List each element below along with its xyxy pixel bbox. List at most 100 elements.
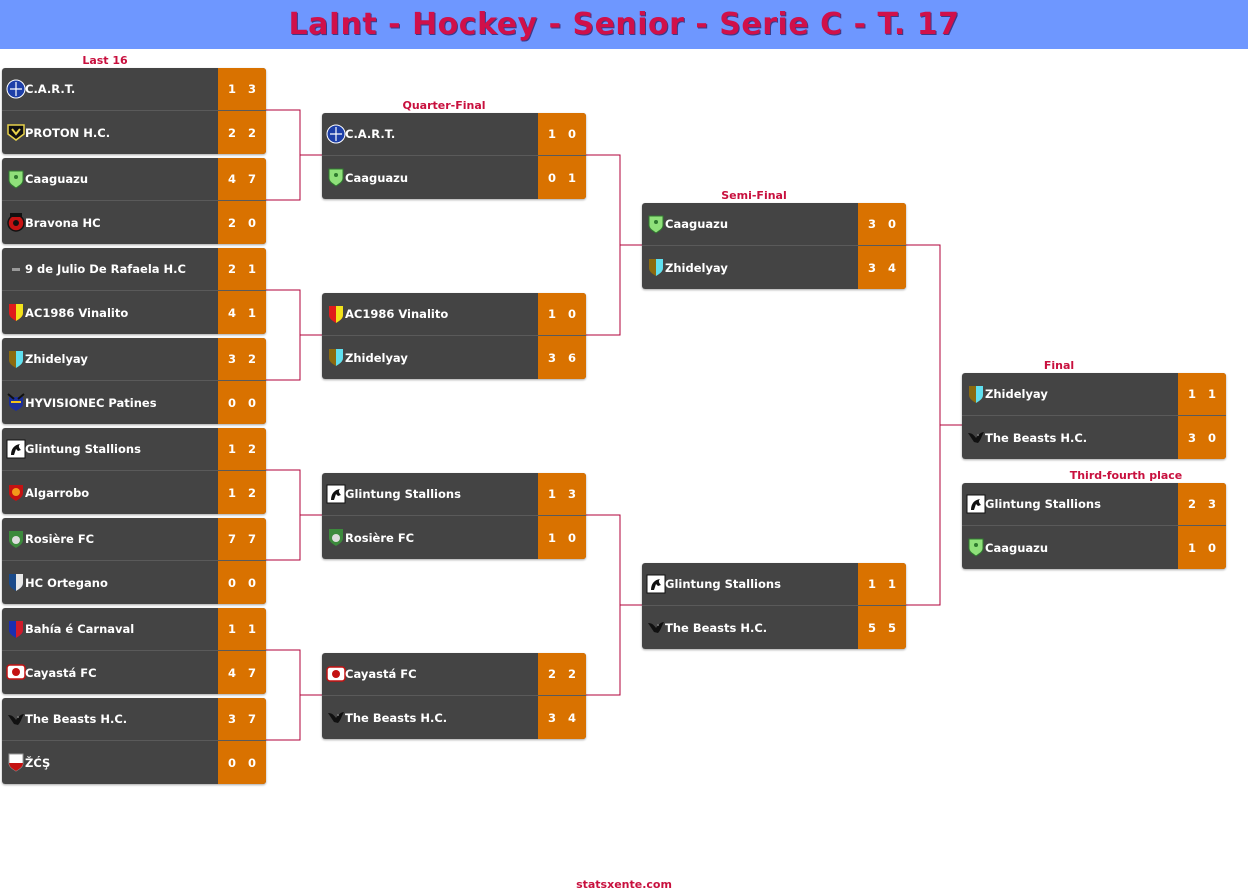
score-cell: 4 7 bbox=[218, 651, 266, 694]
team-name[interactable]: Caaguazu bbox=[665, 217, 729, 231]
team-row[interactable]: The Beasts H.C. 3 4 bbox=[322, 696, 586, 739]
score-cell: 3 4 bbox=[538, 696, 586, 739]
team-name[interactable]: The Beasts H.C. bbox=[985, 430, 1088, 445]
team-name[interactable]: Rosière FC bbox=[345, 530, 415, 545]
team-row[interactable]: Zhidelyay 3 6 bbox=[322, 336, 586, 379]
beast-icon bbox=[6, 709, 26, 729]
match-last16-2[interactable]: Caaguazu 4 7 Bravona HC 2 0 bbox=[2, 158, 266, 244]
team-name[interactable]: AC1986 Vinalito bbox=[345, 307, 449, 321]
team-row[interactable]: The Beasts H.C. 3 0 bbox=[962, 416, 1226, 459]
team-row[interactable]: Caaguazu 0 1 bbox=[322, 156, 586, 199]
team-row[interactable]: HC Ortegano 0 0 bbox=[2, 561, 266, 604]
match-last16-5[interactable]: Glintung Stallions 1 2 Algarrobo 1 2 bbox=[2, 428, 266, 514]
team-name[interactable]: Zhidelyay bbox=[345, 350, 408, 365]
team-name[interactable]: AC1986 Vinalito bbox=[25, 305, 129, 320]
match-last16-6[interactable]: Rosière FC 7 7 HC Ortegano 0 0 bbox=[2, 518, 266, 604]
team-row[interactable]: The Beasts H.C. 3 7 bbox=[2, 698, 266, 741]
team-name[interactable]: Zhidelyay bbox=[665, 260, 728, 275]
team-row[interactable]: AC1986 Vinalito 1 0 bbox=[322, 293, 586, 336]
score-leg-1: 4 bbox=[227, 172, 236, 186]
team-name[interactable]: ŽĆŞ bbox=[25, 755, 51, 770]
team-row[interactable]: Zhidelyay 3 4 bbox=[642, 246, 906, 289]
score-leg-2: 7 bbox=[248, 172, 257, 186]
match-quarter-2[interactable]: AC1986 Vinalito 1 0 Zhidelyay 3 6 bbox=[322, 293, 586, 379]
team-row[interactable]: Glintung Stallions 1 3 bbox=[322, 473, 586, 516]
team-row[interactable]: Zhidelyay 3 2 bbox=[2, 338, 266, 381]
team-row[interactable]: Cayastá FC 4 7 bbox=[2, 651, 266, 694]
team-row[interactable]: Glintung Stallions 1 2 bbox=[2, 428, 266, 471]
match-quarter-4[interactable]: Cayastá FC 2 2 The Beasts H.C. 3 4 bbox=[322, 653, 586, 739]
team-name[interactable]: 9 de Julio De Rafaela H.C bbox=[25, 262, 186, 276]
team-name[interactable]: Algarrobo bbox=[25, 485, 90, 500]
team-name[interactable]: Glintung Stallions bbox=[985, 497, 1101, 511]
team-name[interactable]: The Beasts H.C. bbox=[665, 620, 768, 635]
team-name[interactable]: Bravona HC bbox=[25, 215, 101, 230]
team-name[interactable]: Glintung Stallions bbox=[25, 442, 141, 456]
team-row[interactable]: Caaguazu 4 7 bbox=[2, 158, 266, 201]
team-name[interactable]: Zhidelyay bbox=[25, 352, 88, 366]
team-name[interactable]: Caaguazu bbox=[345, 170, 409, 185]
cart-crest-icon bbox=[6, 79, 26, 99]
team-row[interactable]: Cayastá FC 2 2 bbox=[322, 653, 586, 696]
team-name[interactable]: Glintung Stallions bbox=[345, 487, 461, 501]
team-name[interactable]: C.A.R.T. bbox=[345, 127, 396, 141]
match-last16-4[interactable]: Zhidelyay 3 2 HYVISIONEC Patines 0 0 bbox=[2, 338, 266, 424]
score-leg-1: 4 bbox=[227, 665, 236, 680]
team-row[interactable]: Bravona HC 2 0 bbox=[2, 201, 266, 244]
score-leg-2: 1 bbox=[248, 622, 257, 636]
match-last16-1[interactable]: C.A.R.T. 1 3 PROTON H.C. 2 2 bbox=[2, 68, 266, 154]
round-label-final: Final bbox=[1043, 359, 1075, 372]
team-name[interactable]: HC Ortegano bbox=[25, 575, 108, 590]
team-row[interactable]: Algarrobo 1 2 bbox=[2, 471, 266, 514]
team-name[interactable]: Rosière FC bbox=[25, 532, 95, 546]
team-name[interactable]: Bahía é Carnaval bbox=[25, 622, 135, 636]
score-leg-2: 4 bbox=[568, 710, 577, 725]
score-leg-2: 0 bbox=[568, 127, 577, 141]
score-leg-2: 6 bbox=[568, 350, 577, 365]
team-row[interactable]: C.A.R.T. 1 0 bbox=[322, 113, 586, 156]
score-cell: 2 2 bbox=[538, 653, 586, 695]
team-row[interactable]: ŽĆŞ 0 0 bbox=[2, 741, 266, 784]
team-row[interactable]: Caaguazu 1 0 bbox=[962, 526, 1226, 569]
team-name[interactable]: C.A.R.T. bbox=[25, 82, 76, 96]
team-name[interactable]: PROTON H.C. bbox=[25, 125, 111, 140]
team-row[interactable]: Bahía é Carnaval 1 1 bbox=[2, 608, 266, 651]
team-row[interactable]: AC1986 Vinalito 4 1 bbox=[2, 291, 266, 334]
match-last16-3[interactable]: 9 de Julio De Rafaela H.C 2 1 AC1986 Vin… bbox=[2, 248, 266, 334]
match-semi-2[interactable]: Glintung Stallions 1 1 The Beasts H.C. 5… bbox=[642, 563, 906, 649]
team-name[interactable]: The Beasts H.C. bbox=[25, 712, 128, 726]
match-final[interactable]: Zhidelyay 1 1 The Beasts H.C. 3 0 bbox=[962, 373, 1226, 459]
footer-site-link[interactable]: statsxente.com bbox=[576, 878, 672, 891]
team-name[interactable]: The Beasts H.C. bbox=[345, 710, 448, 725]
match-last16-8[interactable]: The Beasts H.C. 3 7 ŽĆŞ 0 0 bbox=[2, 698, 266, 784]
score-leg-2: 0 bbox=[248, 395, 257, 410]
match-quarter-3[interactable]: Glintung Stallions 1 3 Rosière FC 1 0 bbox=[322, 473, 586, 559]
team-row[interactable]: The Beasts H.C. 5 5 bbox=[642, 606, 906, 649]
match-third-place[interactable]: Glintung Stallions 2 3 Caaguazu 1 0 bbox=[962, 483, 1226, 569]
team-row[interactable]: Glintung Stallions 1 1 bbox=[642, 563, 906, 606]
team-row[interactable]: Glintung Stallions 2 3 bbox=[962, 483, 1226, 526]
team-row[interactable]: Caaguazu 3 0 bbox=[642, 203, 906, 246]
team-name[interactable]: Caaguazu bbox=[985, 540, 1049, 555]
team-row[interactable]: C.A.R.T. 1 3 bbox=[2, 68, 266, 111]
team-name[interactable]: Glintung Stallions bbox=[665, 577, 781, 591]
team-row[interactable]: 9 de Julio De Rafaela H.C 2 1 bbox=[2, 248, 266, 291]
team-name[interactable]: HYVISIONEC Patines bbox=[25, 395, 157, 410]
match-quarter-1[interactable]: C.A.R.T. 1 0 Caaguazu 0 1 bbox=[322, 113, 586, 199]
team-name[interactable]: Caaguazu bbox=[25, 172, 89, 186]
connector-quarter-2 bbox=[586, 514, 642, 696]
match-semi-1[interactable]: Caaguazu 3 0 Zhidelyay 3 4 bbox=[642, 203, 906, 289]
team-name[interactable]: Cayastá FC bbox=[25, 665, 97, 680]
team-name[interactable]: Cayastá FC bbox=[345, 667, 417, 681]
vinalito-shield-icon bbox=[326, 304, 346, 324]
match-last16-7[interactable]: Bahía é Carnaval 1 1 Cayastá FC 4 7 bbox=[2, 608, 266, 694]
team-row[interactable]: Rosière FC 7 7 bbox=[2, 518, 266, 561]
team-row[interactable]: Rosière FC 1 0 bbox=[322, 516, 586, 559]
team-row[interactable]: Zhidelyay 1 1 bbox=[962, 373, 1226, 416]
caaguazu-shield-icon bbox=[326, 167, 346, 187]
team-row[interactable]: PROTON H.C. 2 2 bbox=[2, 111, 266, 154]
team-name[interactable]: Zhidelyay bbox=[985, 387, 1048, 401]
team-row[interactable]: HYVISIONEC Patines 0 0 bbox=[2, 381, 266, 424]
score-leg-2: 0 bbox=[248, 755, 257, 770]
